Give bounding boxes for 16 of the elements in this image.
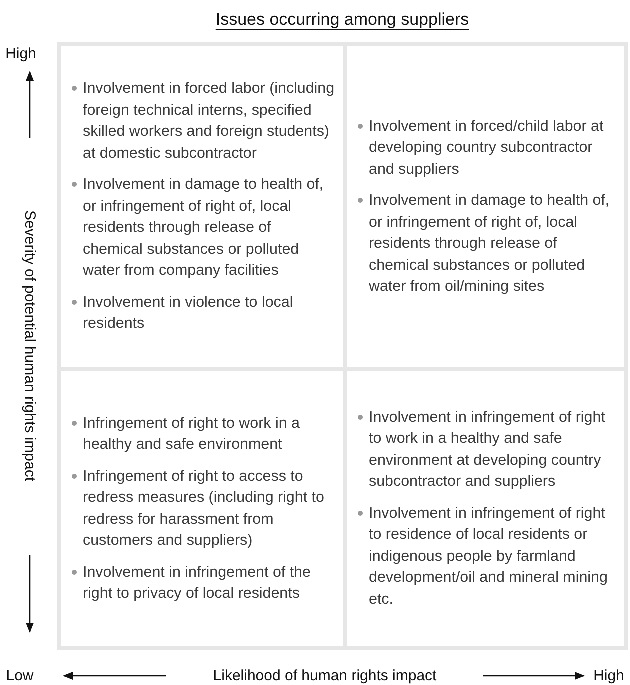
- axis-end-label: High: [6, 46, 36, 62]
- bullet-text: Involvement in violence to local residents: [83, 292, 294, 334]
- bullet-text: Involvement in damage to health of, or infringement of right of, local residents through release of chemical substances or polluted water from company facilities: [83, 175, 325, 282]
- bullet-text: Involvement in infringement of right to work in a healthy and safe environment at developing country subcontractor and suppliers: [369, 408, 606, 492]
- bullet-text: Involvement in infringement of the right to privacy of local residents: [83, 562, 312, 604]
- axis-end-label: Low: [6, 668, 34, 684]
- axis-title: Likelihood of human rights impact: [213, 668, 437, 684]
- bullet-text: Involvement in damage to health of, or infringement of right of, local residents through release of chemical substances or polluted water from oil/mining sites: [369, 191, 611, 297]
- bullet-text: Infringement of right to access to redress measures (including right to redress for harassment from customers and suppliers): [83, 466, 326, 551]
- diagram-title: Issues occurring among suppliers: [216, 10, 470, 29]
- bullet-text: Involvement in forced labor (including foreign technical interns, specified skilled workers and foreign students) at domestic subcontractor: [83, 79, 335, 164]
- bullet-text: Involvement in forced/child labor at developing country subcontractor and suppliers: [369, 116, 605, 180]
- bullet-text: Involvement in infringement of right to residence of local residents or indigenous people by farmland development/oil and mineral mining etc.: [369, 504, 609, 610]
- axis-end-label: High: [594, 668, 624, 684]
- axis-title: Severity of potential human rights impact: [22, 210, 38, 482]
- bullet-text: Infringement of right to work in a healthy and safe environment: [83, 414, 301, 455]
